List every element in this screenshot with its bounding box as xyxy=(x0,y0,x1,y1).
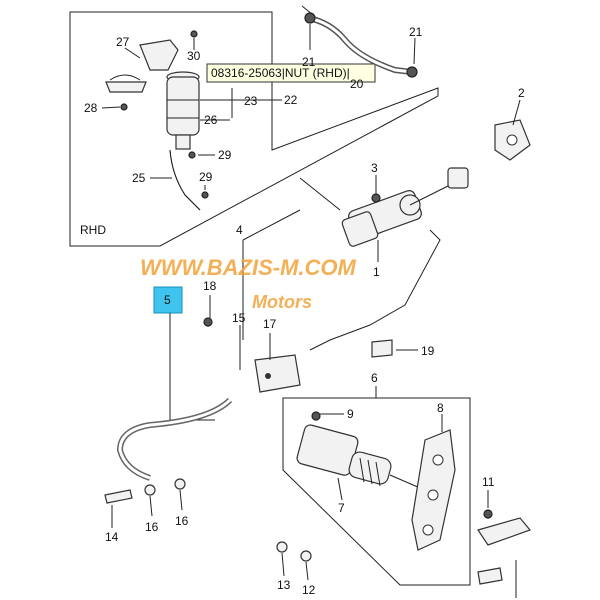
callout-23[interactable]: 23 xyxy=(244,94,258,108)
nut-icon xyxy=(190,30,198,38)
highlighted-callout-5[interactable]: 5 xyxy=(153,286,183,314)
callout-21b[interactable]: 21 xyxy=(409,25,423,39)
callout-8[interactable]: 8 xyxy=(437,401,444,415)
callout-19[interactable]: 19 xyxy=(421,344,435,358)
callout-17[interactable]: 17 xyxy=(263,317,277,331)
callout-12[interactable]: 12 xyxy=(302,583,316,597)
release-fork[interactable] xyxy=(411,429,456,551)
clutch-master-cylinder[interactable] xyxy=(341,167,469,247)
callout-20[interactable]: 20 xyxy=(350,77,364,91)
callout-30[interactable]: 30 xyxy=(187,49,201,63)
callout-2[interactable]: 2 xyxy=(518,86,525,100)
screw-icon xyxy=(120,103,128,111)
dust-boot-bracket xyxy=(494,119,531,161)
retainer-plate xyxy=(477,517,532,546)
tooltip-text: 08316-25063|NUT (RHD)| xyxy=(211,66,350,80)
callout-13[interactable]: 13 xyxy=(277,578,291,592)
part-tooltip: 08316-25063|NUT (RHD)| xyxy=(206,63,376,83)
callout-29a[interactable]: 29 xyxy=(218,148,232,162)
watermark-brand: Motors xyxy=(252,292,312,312)
nut-icon xyxy=(276,541,288,553)
bleeder-screw-icon xyxy=(311,411,321,421)
callout-4[interactable]: 4 xyxy=(236,223,243,237)
callout-26[interactable]: 26 xyxy=(204,113,218,127)
reservoir-bracket xyxy=(105,39,179,93)
callout-18[interactable]: 18 xyxy=(203,279,217,293)
clamp-icon xyxy=(201,191,209,199)
callout-16a[interactable]: 16 xyxy=(145,520,159,534)
clamp-icon xyxy=(188,151,196,159)
clutch-pipe xyxy=(309,229,441,351)
callout-16b[interactable]: 16 xyxy=(175,514,189,528)
clutch-slave-cylinder[interactable] xyxy=(296,424,421,489)
hose-clamp-icon xyxy=(304,12,316,24)
callout-15[interactable]: 15 xyxy=(232,311,246,325)
callout-22[interactable]: 22 xyxy=(284,93,298,107)
reservoir-tank[interactable] xyxy=(166,71,200,150)
callout-27[interactable]: 27 xyxy=(116,35,130,49)
callout-1[interactable]: 1 xyxy=(373,265,380,279)
inset-label: RHD xyxy=(80,223,106,237)
watermark: WWW.BAZIS-M.COM Motors xyxy=(140,255,357,312)
callout-21a[interactable]: 21 xyxy=(302,55,316,69)
callout-3[interactable]: 3 xyxy=(371,161,378,175)
callout-6[interactable]: 6 xyxy=(371,371,378,385)
pipe-bracket xyxy=(254,354,301,393)
slave-cylinder-group xyxy=(282,397,471,586)
bolt-icon xyxy=(483,509,493,519)
banjo-bolt xyxy=(104,489,133,504)
bolt-icon xyxy=(203,317,213,327)
callout-25[interactable]: 25 xyxy=(132,171,146,185)
callout-29b[interactable]: 29 xyxy=(199,170,213,184)
bolt-icon xyxy=(371,193,381,203)
callout-7[interactable]: 7 xyxy=(338,501,345,515)
washer-icon xyxy=(174,478,186,490)
callout-9[interactable]: 9 xyxy=(347,407,354,421)
reservoir-hose xyxy=(169,149,201,211)
hose-clamp-icon xyxy=(406,66,418,78)
svg-text:5: 5 xyxy=(164,293,171,307)
callout-11[interactable]: 11 xyxy=(482,475,495,489)
washer-icon xyxy=(300,550,312,562)
callout-14[interactable]: 14 xyxy=(105,530,119,544)
pipe-clip xyxy=(371,339,393,358)
watermark-url: WWW.BAZIS-M.COM xyxy=(140,255,357,280)
washer-icon xyxy=(144,484,156,496)
callout-28[interactable]: 28 xyxy=(84,101,98,115)
pivot-bolt xyxy=(477,567,503,585)
rhd-inset: RHD xyxy=(69,11,439,247)
